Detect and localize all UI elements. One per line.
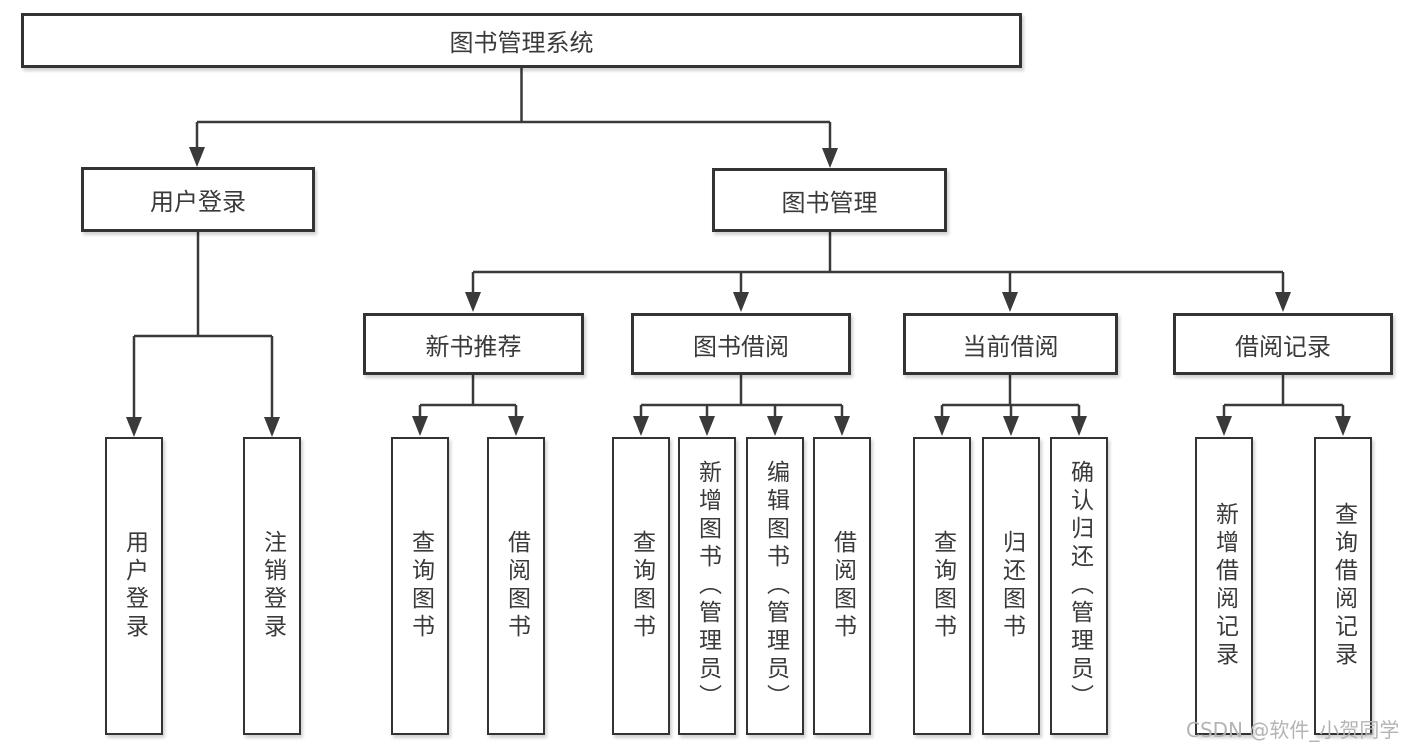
- leaf-query-borrow-record: 查询借阅记录: [1314, 437, 1372, 735]
- leaf-logout-login: 注销登录: [243, 437, 301, 735]
- leaf-label: 新增借阅记录: [1211, 502, 1238, 670]
- node-library-management-system: 图书管理系统: [21, 13, 1022, 68]
- leaf-label: 借阅图书: [503, 530, 530, 642]
- leaf-label: 用户登录: [121, 530, 148, 642]
- csdn-watermark: CSDN @软件_小贺同学: [1186, 718, 1400, 742]
- node-book-borrowing: 图书借阅: [631, 313, 851, 375]
- leaf-query-books-current: 查询图书: [913, 437, 971, 735]
- leaf-user-login: 用户登录: [105, 437, 163, 735]
- leaf-label: 新增图书（管理员）: [694, 460, 721, 712]
- leaf-label: 归还图书: [998, 530, 1025, 642]
- leaf-confirm-return-admin: 确认归还（管理员）: [1050, 437, 1108, 735]
- leaf-borrow-books-borrowing: 借阅图书: [813, 437, 871, 735]
- leaf-label: 确认归还（管理员）: [1066, 460, 1093, 712]
- leaf-add-books-admin: 新增图书（管理员）: [678, 437, 736, 735]
- leaf-add-borrow-record: 新增借阅记录: [1195, 437, 1253, 735]
- leaf-edit-books-admin: 编辑图书（管理员）: [746, 437, 804, 735]
- node-book-management: 图书管理: [712, 168, 947, 232]
- node-user-login: 用户登录: [81, 167, 315, 232]
- node-new-book-recommend: 新书推荐: [363, 313, 584, 375]
- leaf-label: 查询借阅记录: [1330, 502, 1357, 670]
- leaf-label: 查询图书: [407, 530, 434, 642]
- leaf-borrow-books-recommend: 借阅图书: [487, 437, 545, 735]
- leaf-label: 查询图书: [628, 530, 655, 642]
- leaf-query-books-recommend: 查询图书: [391, 437, 449, 735]
- leaf-query-books-borrowing: 查询图书: [612, 437, 670, 735]
- node-current-borrowing: 当前借阅: [903, 313, 1118, 375]
- arrowheads: [126, 147, 1351, 437]
- leaf-label: 查询图书: [929, 530, 956, 642]
- leaf-label: 注销登录: [259, 530, 286, 642]
- leaf-label: 借阅图书: [829, 530, 856, 642]
- node-borrowing-records: 借阅记录: [1173, 313, 1393, 375]
- leaf-label: 编辑图书（管理员）: [762, 460, 789, 712]
- leaf-return-books: 归还图书: [982, 437, 1040, 735]
